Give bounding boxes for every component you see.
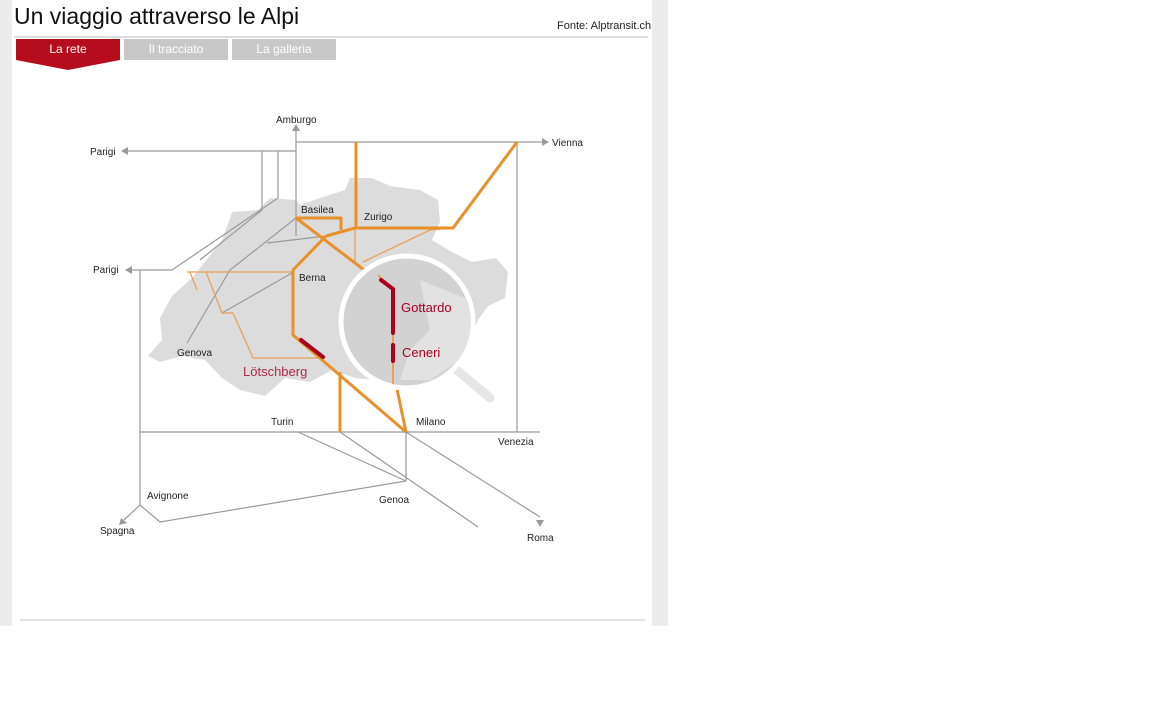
tab-il-tracciato[interactable]: Il tracciato [124,39,228,60]
label-spagna: Spagna [100,526,135,537]
label-lotschberg: Lötschberg [243,364,307,379]
rail-network-map: Amburgo Parigi Parigi Vienna Basilea Zur… [90,115,583,544]
label-avignone: Avignone [147,491,189,502]
right-margin [652,0,668,626]
magnifier-icon [338,253,495,403]
label-vienna: Vienna [552,138,583,149]
label-amburgo: Amburgo [276,115,317,126]
label-milano: Milano [416,417,446,428]
label-genoa: Genoa [379,495,409,506]
label-genova: Genova [177,348,212,359]
left-margin [0,0,12,626]
footer-divider [20,619,645,621]
label-venezia: Venezia [498,437,534,448]
label-parigi-north: Parigi [90,147,116,158]
header-divider [14,36,648,38]
label-ceneri: Ceneri [402,345,440,360]
label-gottardo: Gottardo [401,300,452,315]
arrow-heads [119,124,549,527]
label-berna: Berna [299,273,326,284]
source-credit: Fonte: Alptransit.ch [557,20,652,32]
label-basilea: Basilea [301,205,334,216]
label-parigi-west: Parigi [93,265,119,276]
label-turin: Turin [271,417,293,428]
label-zurigo: Zurigo [364,212,393,223]
tab-la-galleria[interactable]: La galleria [232,39,336,60]
active-tab-pointer [16,60,120,70]
label-roma: Roma [527,533,554,544]
lotschberg-tunnel-line [299,338,325,359]
page-title: Un viaggio attraverso le Alpi [14,3,300,29]
tab-la-rete[interactable]: La rete [16,39,120,60]
